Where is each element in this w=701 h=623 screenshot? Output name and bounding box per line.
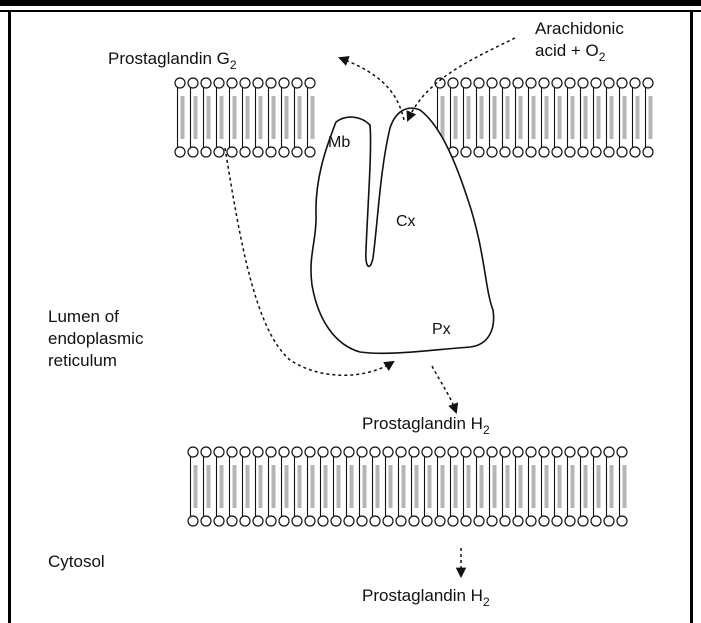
phospholipid <box>266 78 276 157</box>
phospholipid <box>201 447 211 526</box>
phospholipid <box>578 78 588 157</box>
phospholipid <box>422 447 432 526</box>
phospholipid <box>461 78 471 157</box>
phospholipid <box>448 447 458 526</box>
phospholipid <box>279 78 289 157</box>
phospholipid <box>604 78 614 157</box>
phospholipid <box>227 447 237 526</box>
phospholipid <box>253 78 263 157</box>
phospholipid <box>435 447 445 526</box>
phospholipid <box>240 447 250 526</box>
label-pgh2-bottom: Prostaglandin H2 <box>362 586 490 609</box>
phospholipid <box>292 447 302 526</box>
phospholipid <box>448 78 458 157</box>
phospholipid <box>565 78 575 157</box>
phospholipid <box>617 447 627 526</box>
phospholipid <box>539 447 549 526</box>
phospholipid <box>253 447 263 526</box>
phospholipid <box>643 78 653 157</box>
label-pgh2-mid: Prostaglandin H2 <box>362 414 490 437</box>
label-arachidonic: Arachidonic <box>535 19 624 38</box>
phospholipid <box>591 447 601 526</box>
phospholipid <box>474 78 484 157</box>
label-cx: Cx <box>396 213 416 230</box>
phospholipid <box>591 78 601 157</box>
phospholipid <box>305 447 315 526</box>
phospholipid <box>500 78 510 157</box>
phospholipid <box>266 447 276 526</box>
phospholipid <box>201 78 211 157</box>
phospholipid <box>513 78 523 157</box>
phospholipid <box>630 78 640 157</box>
arrow-px-to-pgh2 <box>432 366 456 412</box>
phospholipid <box>539 78 549 157</box>
label-lumen-2: endoplasmic <box>48 329 144 348</box>
phospholipid <box>617 78 627 157</box>
phospholipid <box>474 447 484 526</box>
phospholipid <box>370 447 380 526</box>
phospholipid <box>552 447 562 526</box>
phospholipid <box>214 447 224 526</box>
phospholipid <box>513 447 523 526</box>
phospholipid <box>214 78 224 157</box>
phospholipid <box>188 78 198 157</box>
phospholipid <box>500 447 510 526</box>
phospholipid <box>292 78 302 157</box>
label-acid-o2: acid + O2 <box>535 41 606 64</box>
phospholipid <box>578 447 588 526</box>
phospholipid <box>357 447 367 526</box>
label-px: Px <box>432 321 451 338</box>
phospholipid <box>279 447 289 526</box>
phospholipid <box>396 447 406 526</box>
label-cytosol: Cytosol <box>48 552 105 571</box>
label-lumen-3: reticulum <box>48 351 117 370</box>
phospholipid <box>175 78 185 157</box>
phospholipid <box>565 447 575 526</box>
label-lumen-1: Lumen of <box>48 307 119 326</box>
label-pgg2: Prostaglandin G2 <box>108 49 237 72</box>
phospholipid <box>188 447 198 526</box>
phospholipid <box>604 447 614 526</box>
phospholipid <box>305 78 315 157</box>
phospholipid <box>552 78 562 157</box>
phospholipid <box>344 447 354 526</box>
phospholipid <box>331 447 341 526</box>
phospholipid <box>461 447 471 526</box>
phospholipid <box>383 447 393 526</box>
arrow-to-pgg2 <box>340 58 404 120</box>
phospholipid <box>526 447 536 526</box>
phospholipid <box>487 78 497 157</box>
arrow-arachidonic-in <box>408 38 515 120</box>
phospholipid <box>318 447 328 526</box>
phospholipid <box>227 78 237 157</box>
phospholipid <box>240 78 250 157</box>
phospholipid <box>487 447 497 526</box>
phospholipid <box>409 447 419 526</box>
label-mb: Mb <box>328 134 350 151</box>
er-membrane-lower <box>188 447 627 526</box>
phospholipid <box>526 78 536 157</box>
